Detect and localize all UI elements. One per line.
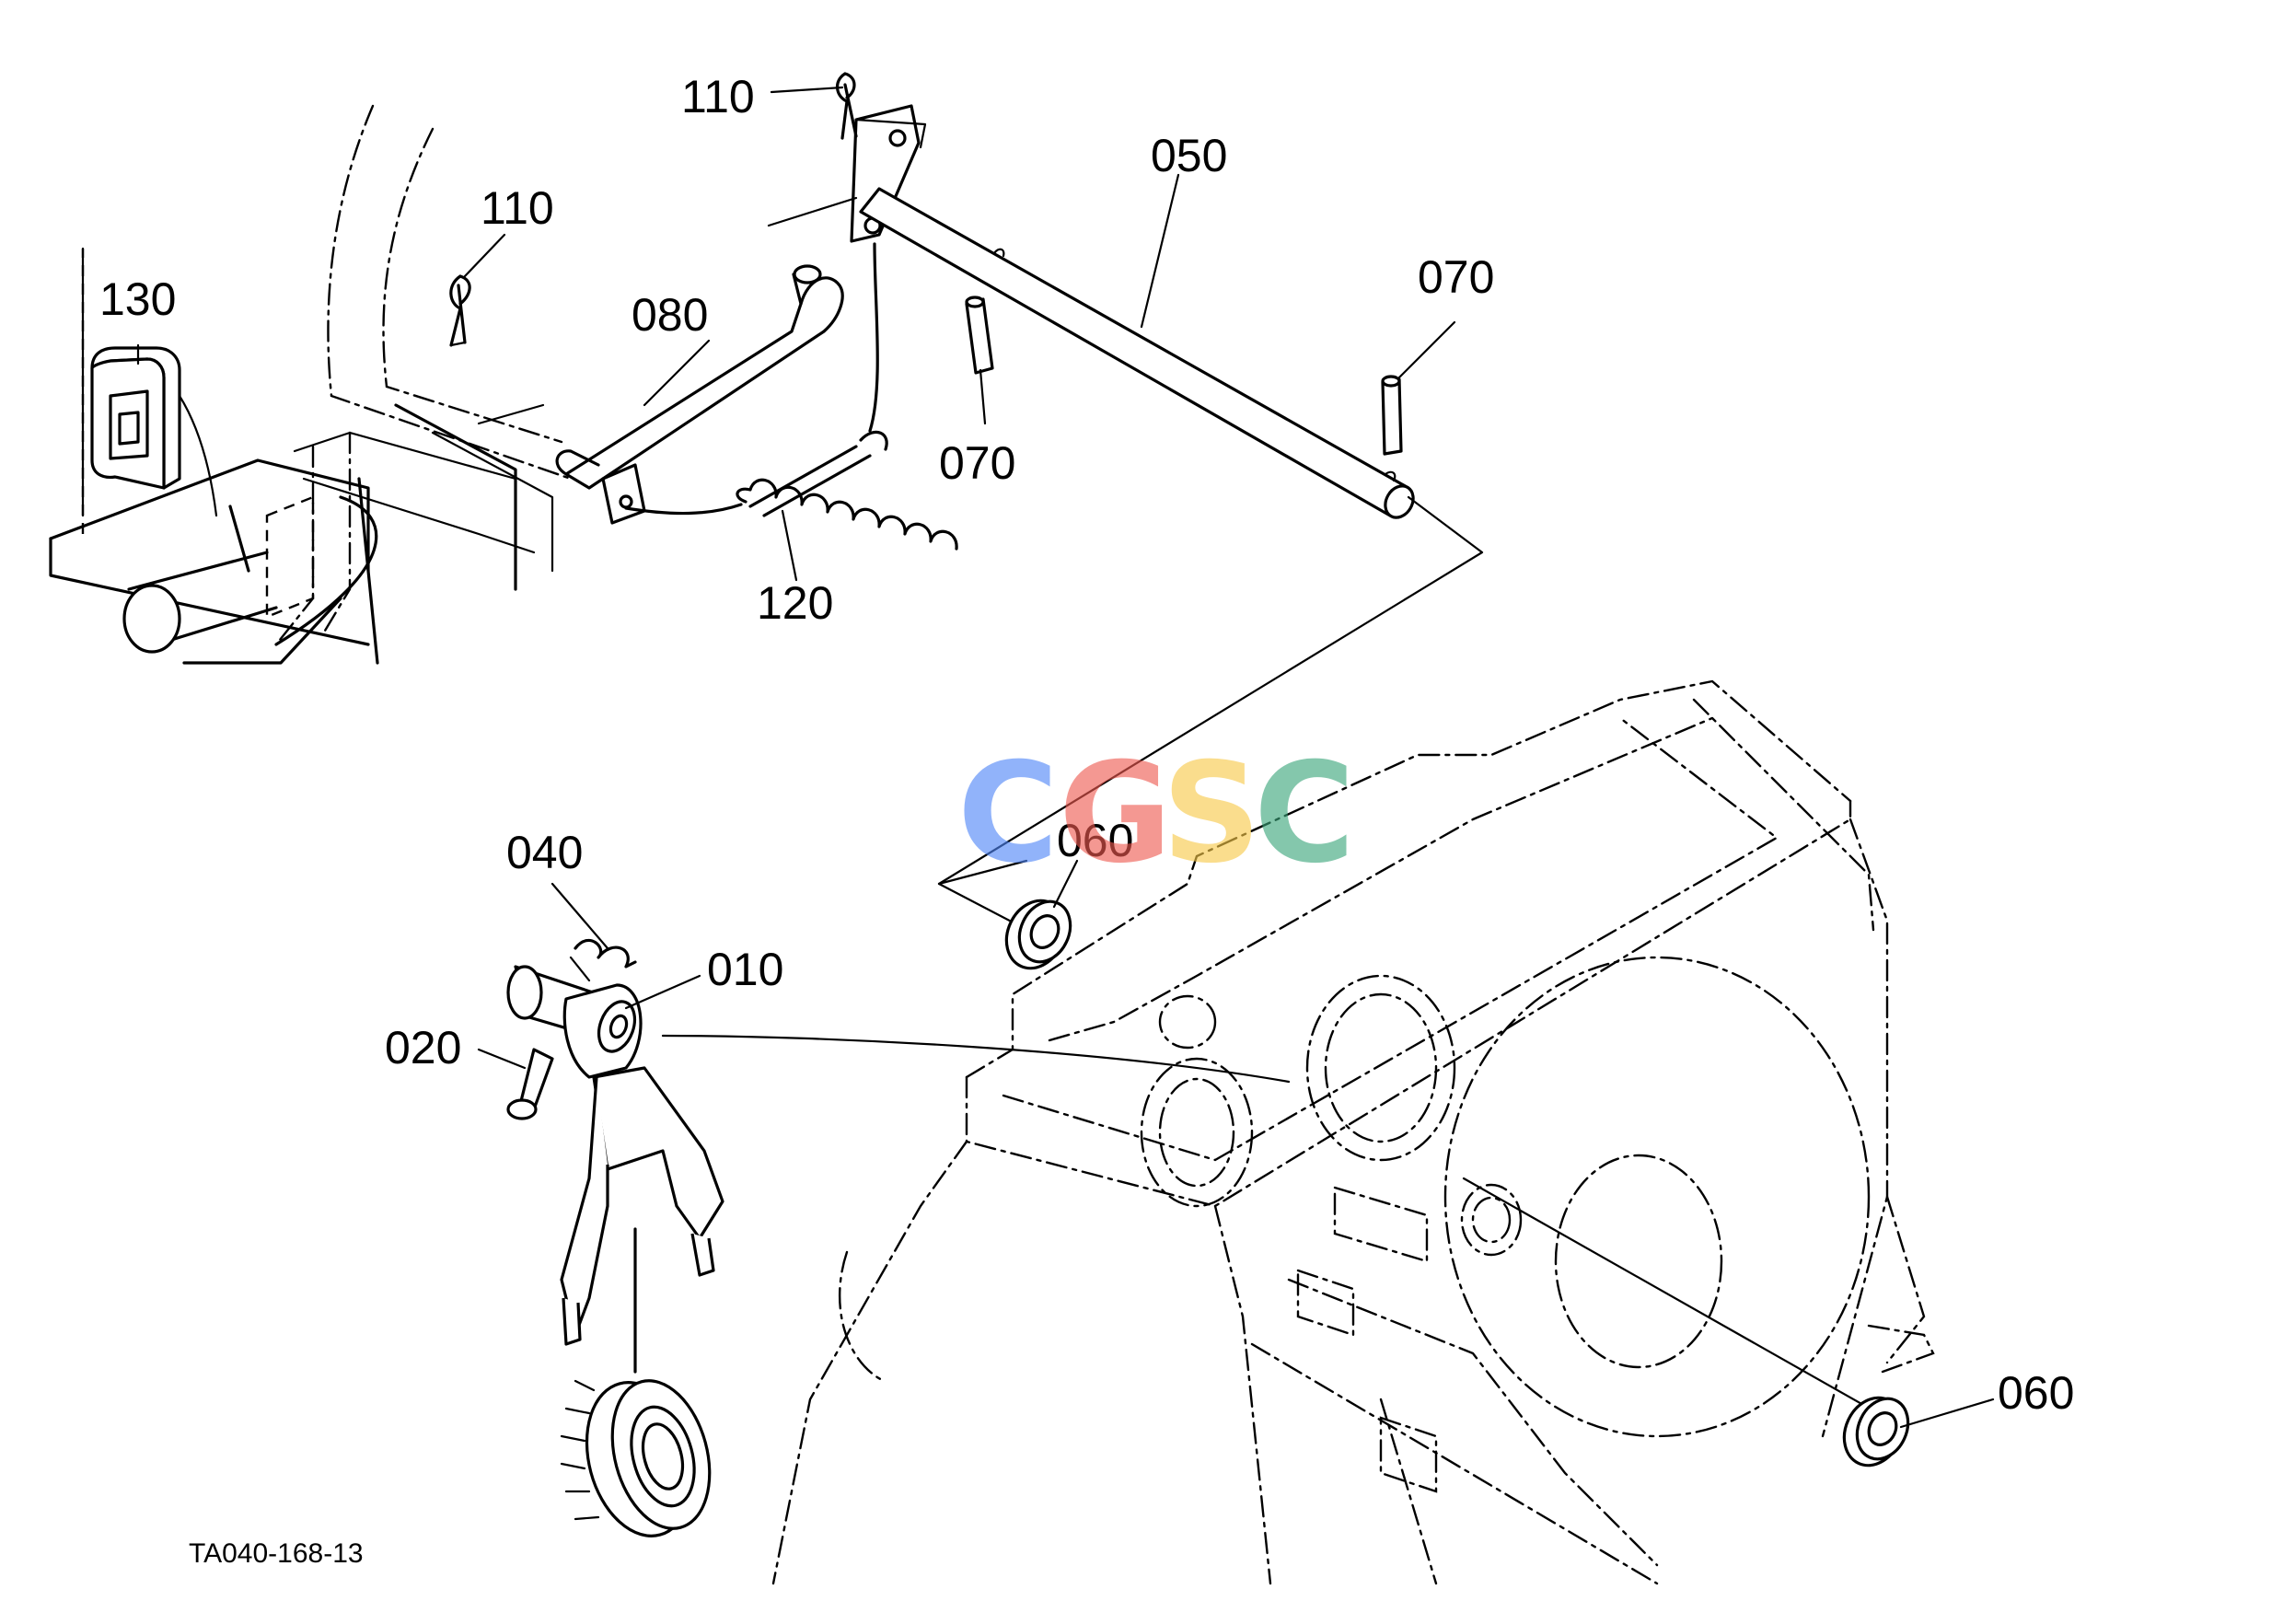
gear-assembly [560, 1227, 712, 1537]
watermark-letter-1: C [957, 734, 1059, 894]
callout-010: 010 [707, 944, 783, 995]
part-010-shift-fork [506, 965, 724, 1346]
part-070-pin-mid [965, 296, 994, 375]
transmission-housing [771, 679, 1935, 1585]
tractor-frame [49, 104, 573, 665]
callout-060-lower: 060 [1998, 1367, 2074, 1419]
watermark-letter-3: S [1162, 734, 1261, 894]
watermark-logo: C G S C [957, 734, 1355, 894]
callout-070-mid: 070 [939, 437, 1015, 489]
watermark-letter-4: C [1254, 734, 1355, 894]
part-120-spring [624, 242, 958, 551]
callout-080: 080 [632, 289, 708, 341]
part-040-clip [569, 938, 637, 982]
callout-070-right: 070 [1418, 251, 1494, 303]
callout-130: 130 [99, 273, 176, 325]
part-060-seal-upper [1004, 899, 1072, 970]
callout-060-upper: 060 [1057, 815, 1133, 866]
part-020-pin [506, 1048, 554, 1120]
part-130-plate [90, 346, 218, 517]
callout-020: 020 [385, 1022, 461, 1073]
part-110-pin-top [836, 72, 858, 140]
callout-050: 050 [1151, 130, 1227, 181]
assembly-lines [661, 495, 1880, 1415]
part-060-seal-lower [1842, 1396, 1910, 1467]
watermark-letter-2: G [1059, 734, 1172, 894]
callout-040: 040 [506, 827, 583, 878]
part-050-shaft [767, 104, 1415, 519]
leader-lines [136, 86, 1995, 1429]
callout-120: 120 [757, 577, 833, 629]
callout-110-left: 110 [481, 182, 554, 234]
drawing-code: TA040-168-13 [189, 1538, 364, 1569]
part-110-pin-left [449, 274, 471, 347]
part-070-pin-right [1381, 375, 1403, 456]
callout-110-top: 110 [681, 71, 755, 122]
